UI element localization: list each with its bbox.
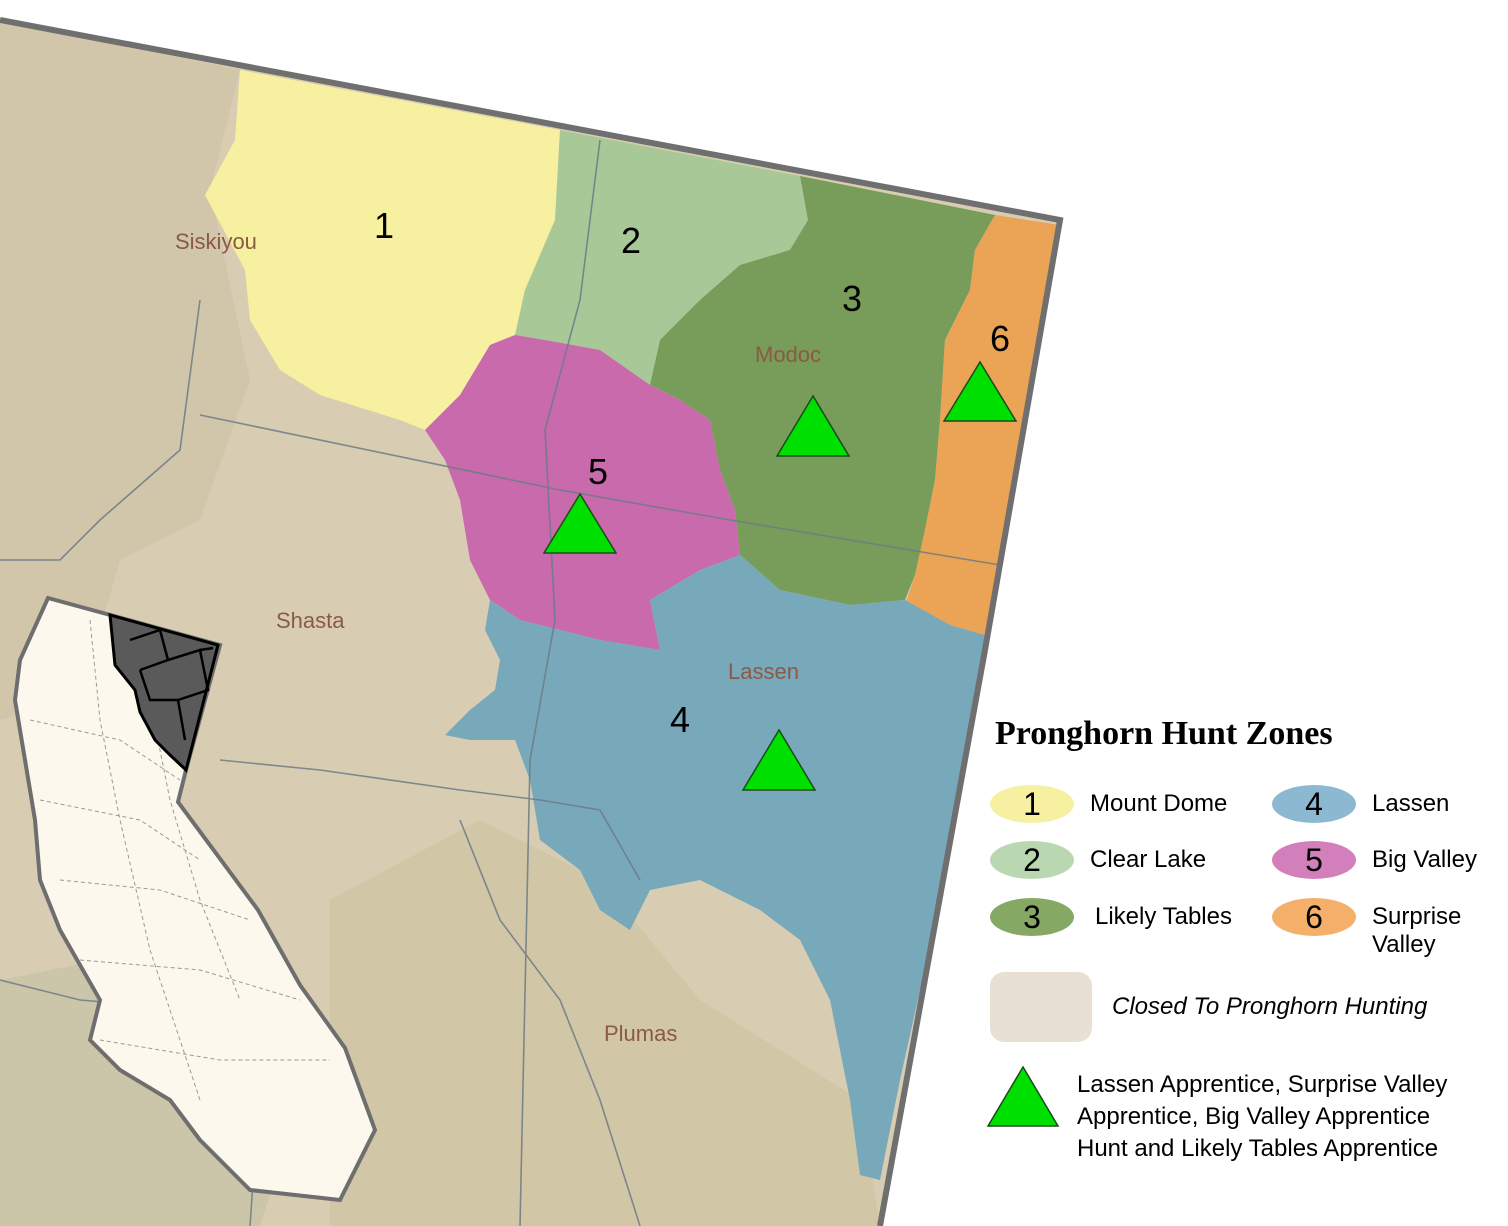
zone-6-swatch: [1272, 898, 1356, 936]
zone-number-4: 4: [670, 699, 690, 740]
county-label-siskiyou: Siskiyou: [175, 229, 257, 254]
zone-6-swatch-number: 6: [1305, 899, 1323, 935]
zone-2-area: [515, 130, 808, 385]
zone-6-label: Surprise Valley: [1372, 903, 1462, 958]
legend: Pronghorn Hunt Zones 1 Mount Dome 4 Lass…: [985, 715, 1500, 1215]
closed-area-swatch: [990, 972, 1092, 1042]
zone-2-label: Clear Lake: [1090, 846, 1207, 873]
zone-3-swatch: [990, 898, 1074, 936]
legend-item-zone-2: 2 Clear Lake: [990, 841, 1250, 881]
green-triangle-icon: [986, 1065, 1060, 1127]
apprentice-triangle-zone3: [775, 394, 851, 457]
zone-5-swatch-number: 5: [1305, 842, 1323, 878]
zone-4-area: [445, 555, 985, 1180]
closed-area-label: Closed To Pronghorn Hunting: [1112, 993, 1428, 1020]
county-label-lassen: Lassen: [728, 659, 799, 684]
legend-item-zone-6: 6 Surprise Valley: [1272, 898, 1492, 968]
zone-1-label: Mount Dome: [1090, 790, 1228, 817]
zone-number-5: 5: [588, 451, 608, 492]
zone-number-6: 6: [990, 318, 1010, 359]
zone-4-swatch: [1272, 785, 1356, 823]
apprentice-triangle-zone6: [942, 360, 1018, 422]
county-label-shasta: Shasta: [276, 608, 345, 633]
legend-item-zone-3: 3 Likely Tables: [990, 898, 1260, 938]
legend-item-zone-5: 5 Big Valley: [1272, 841, 1500, 881]
zone-5-label: Big Valley: [1372, 846, 1477, 873]
legend-title: Pronghorn Hunt Zones: [995, 715, 1333, 752]
zone-4-swatch-number: 4: [1305, 786, 1323, 822]
zone-1-swatch: [990, 785, 1074, 823]
zone-4-label: Lassen: [1372, 790, 1450, 817]
zone-1-swatch-number: 1: [1023, 786, 1041, 822]
zone-5-swatch: [1272, 841, 1356, 879]
zone-number-3: 3: [842, 278, 862, 319]
legend-item-zone-4: 4 Lassen: [1272, 785, 1500, 825]
county-label-plumas: Plumas: [604, 1021, 677, 1046]
zone-2-swatch-number: 2: [1023, 842, 1041, 878]
zone-number-2: 2: [621, 220, 641, 261]
zone-2-swatch: [990, 841, 1074, 879]
zone-number-1: 1: [374, 205, 394, 246]
zone-3-swatch-number: 3: [1023, 899, 1041, 935]
zone-3-area: [650, 176, 995, 605]
county-label-modoc: Modoc: [755, 342, 821, 367]
zone-6-area: [905, 215, 1060, 635]
apprentice-triangle-zone5: [542, 492, 618, 554]
zone-5-area: [425, 335, 740, 650]
zone-1-area: [205, 70, 560, 430]
legend-item-zone-1: 1 Mount Dome: [990, 785, 1250, 825]
california-inset: [12, 595, 378, 1203]
zone-3-label: Likely Tables: [1095, 903, 1232, 930]
state-border: [0, 17, 1064, 1226]
apprentice-hunt-label: Lassen Apprentice, Surprise Valley Appre…: [1077, 1071, 1448, 1162]
apprentice-triangle-zone4: [741, 728, 817, 791]
